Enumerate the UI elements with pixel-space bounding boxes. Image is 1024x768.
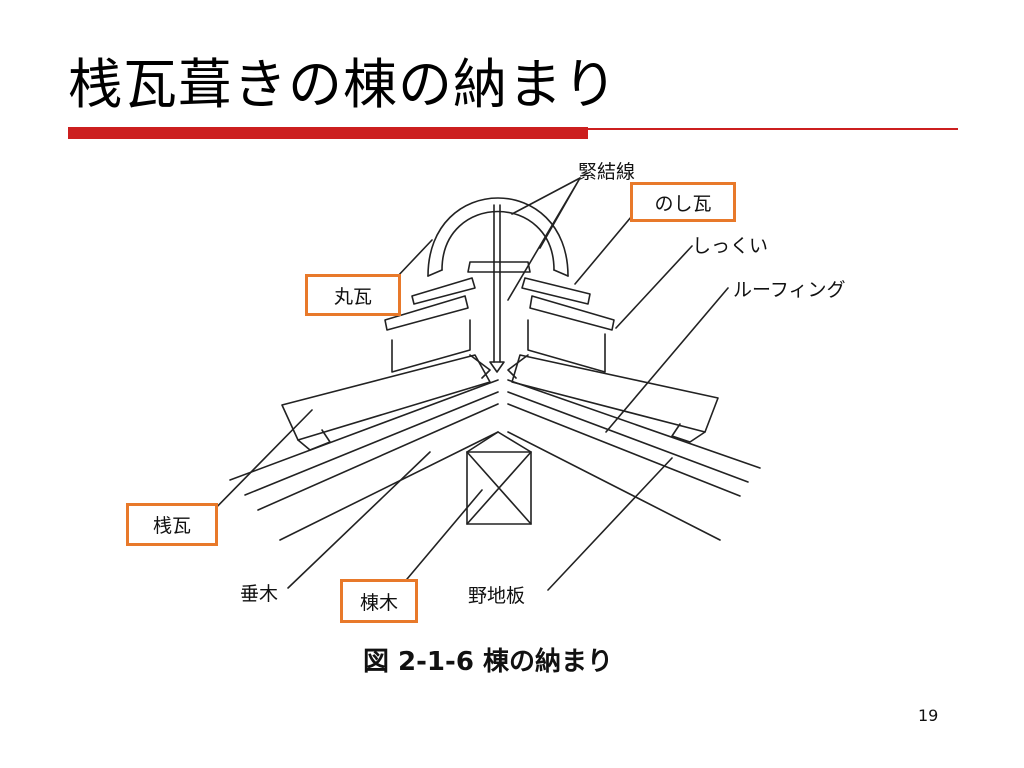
page-number: 19 [918, 706, 939, 725]
leader-munagi [401, 489, 483, 586]
label-marugawara: 丸瓦 [305, 274, 401, 316]
noshi-right-1 [529, 295, 615, 331]
leader-marugawara [395, 239, 433, 279]
label-sangawara: 桟瓦 [126, 503, 218, 546]
roof-line-left-3 [257, 403, 499, 511]
label-taruki: 垂木 [240, 583, 279, 605]
noshi-top [467, 261, 531, 273]
binding-wire [493, 204, 501, 363]
label-roofing: ルーフィング [733, 279, 846, 301]
roof-line-left-4 [279, 431, 499, 541]
roof-line-right-4 [507, 431, 721, 541]
label-noshigawara: のし瓦 [630, 182, 736, 222]
leader-shikkui [615, 245, 693, 329]
label-nojiita: 野地板 [468, 585, 526, 607]
roof-line-right-3 [507, 403, 741, 497]
roof-line-left-2 [244, 391, 499, 496]
leader-nojiita [547, 457, 673, 591]
roof-line-right-1 [507, 379, 761, 469]
leader-taruki [287, 451, 431, 589]
marugawara-inner [441, 210, 555, 271]
munagi-beam [466, 451, 532, 525]
noshi-left-2 [411, 277, 476, 305]
label-shikkui: しっくい [692, 235, 769, 257]
roof-line-right-2 [507, 391, 749, 483]
shikkui-left [391, 319, 471, 373]
sangawara-left [281, 354, 491, 441]
roof-line-left-1 [229, 379, 499, 481]
title-underline-thick [68, 127, 588, 139]
slide-title: 桟瓦葺きの棟の納まり [68, 53, 618, 116]
title-underline-thin [588, 128, 958, 130]
figure-caption: 図 2-1-6 棟の納まり [363, 647, 613, 677]
leader-kinketsusen [507, 177, 581, 301]
noshi-left-1 [384, 295, 469, 331]
leader-sangawara [203, 409, 313, 521]
noshi-right-2 [521, 277, 591, 305]
label-kinketsusen: 緊結線 [578, 161, 636, 183]
shikkui-right [527, 319, 606, 373]
leader-roofing [605, 287, 729, 433]
marugawara-outer [427, 197, 569, 277]
label-munagi: 棟木 [340, 579, 418, 623]
